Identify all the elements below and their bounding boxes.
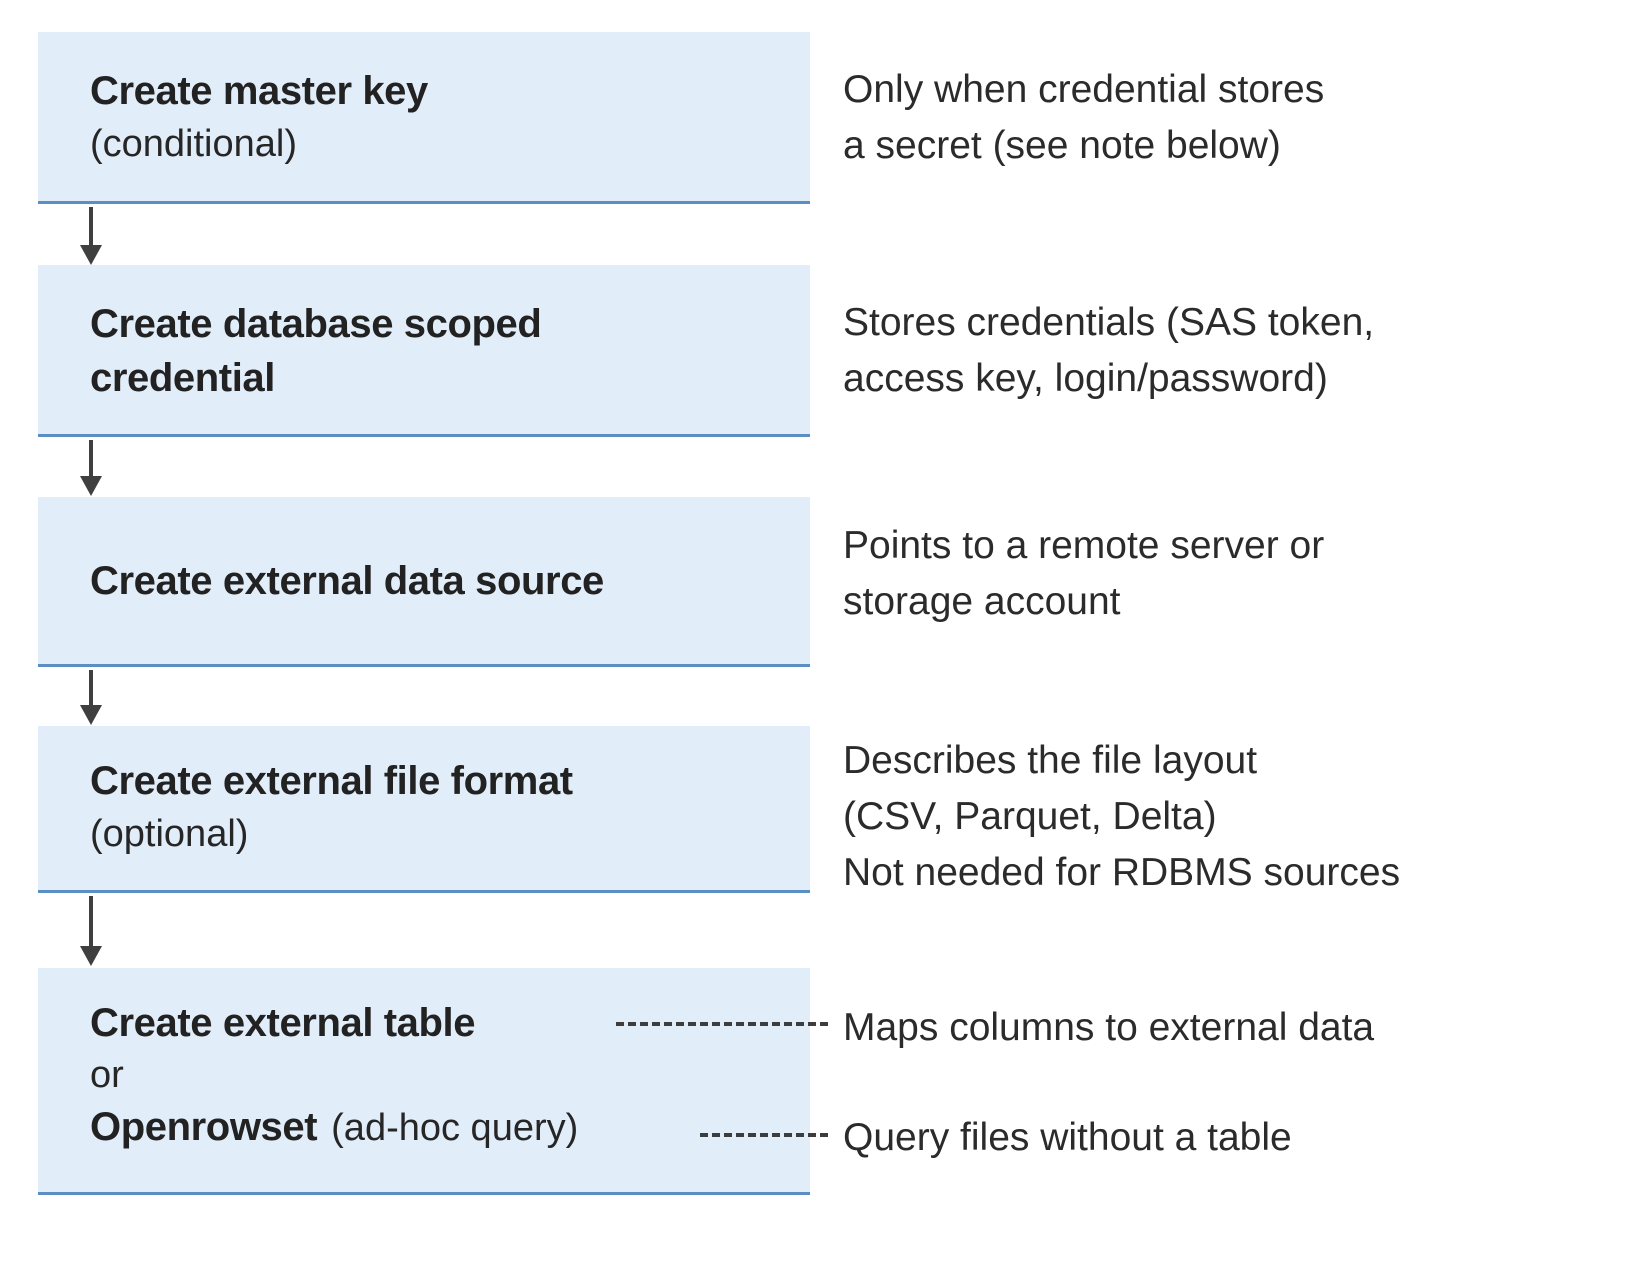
arrow-shaft <box>89 207 93 247</box>
step-title-create-external-file-format: Create external file format <box>90 759 573 803</box>
step-box-content: Create external file format (optional) <box>90 754 794 860</box>
arrow-head <box>80 946 102 966</box>
arrow-down-icon-3 <box>80 670 102 726</box>
step-subtitle-conditional: (conditional) <box>90 123 297 165</box>
step-title-create-database-scoped-credential-line1: Create database scoped <box>90 302 542 346</box>
annotation-create-external-file-format: Describes the file layout (CSV, Parquet,… <box>843 739 1401 894</box>
step-subtitle-optional: (optional) <box>90 813 249 855</box>
step-box-content: Create database scoped credential <box>90 297 794 405</box>
step-title-create-master-key: Create master key <box>90 69 428 113</box>
step-box-content: Create master key (conditional) <box>90 64 794 170</box>
annotation-create-external-table: Maps columns to external data <box>843 1006 1375 1049</box>
arrow-head <box>80 476 102 496</box>
step-row-create-external-table: Create external table <box>90 996 794 1050</box>
annotation-create-external-data-source: Points to a remote server or storage acc… <box>843 524 1325 623</box>
step-box-create-external-table-or-openrowset[interactable]: Create external table or Openrowset (ad-… <box>38 968 810 1195</box>
step-box-create-database-scoped-credential[interactable]: Create database scoped credential <box>38 265 810 437</box>
dashed-connector-external-table <box>616 1022 828 1026</box>
step-box-content: Create external data source <box>90 554 794 608</box>
step-box-create-external-file-format[interactable]: Create external file format (optional) <box>38 726 810 893</box>
step-connector-label-or: or <box>90 1054 124 1096</box>
arrow-down-icon-2 <box>80 440 102 497</box>
step-box-content: Create external table or Openrowset (ad-… <box>90 996 794 1154</box>
step-title-openrowset: Openrowset <box>90 1105 318 1149</box>
step-title-create-external-table: Create external table <box>90 1001 476 1045</box>
step-subtitle-ad-hoc-query: (ad-hoc query) <box>331 1107 579 1149</box>
step-row-openrowset: Openrowset (ad-hoc query) <box>90 1100 794 1154</box>
step-title-create-external-data-source: Create external data source <box>90 559 604 603</box>
annotation-create-database-scoped-credential: Stores credentials (SAS token, access ke… <box>843 301 1375 400</box>
arrow-head <box>80 705 102 725</box>
arrow-down-icon-1 <box>80 207 102 265</box>
arrow-down-icon-4 <box>80 896 102 968</box>
step-box-create-master-key[interactable]: Create master key (conditional) <box>38 32 810 204</box>
annotation-openrowset: Query files without a table <box>843 1116 1292 1159</box>
arrow-shaft <box>89 670 93 707</box>
step-box-create-external-data-source[interactable]: Create external data source <box>38 497 810 667</box>
step-title-create-database-scoped-credential-line2: credential <box>90 356 275 400</box>
arrow-shaft <box>89 440 93 478</box>
annotation-create-master-key: Only when credential stores a secret (se… <box>843 68 1325 167</box>
dashed-connector-openrowset <box>700 1133 828 1137</box>
arrow-head <box>80 245 102 265</box>
arrow-shaft <box>89 896 93 948</box>
